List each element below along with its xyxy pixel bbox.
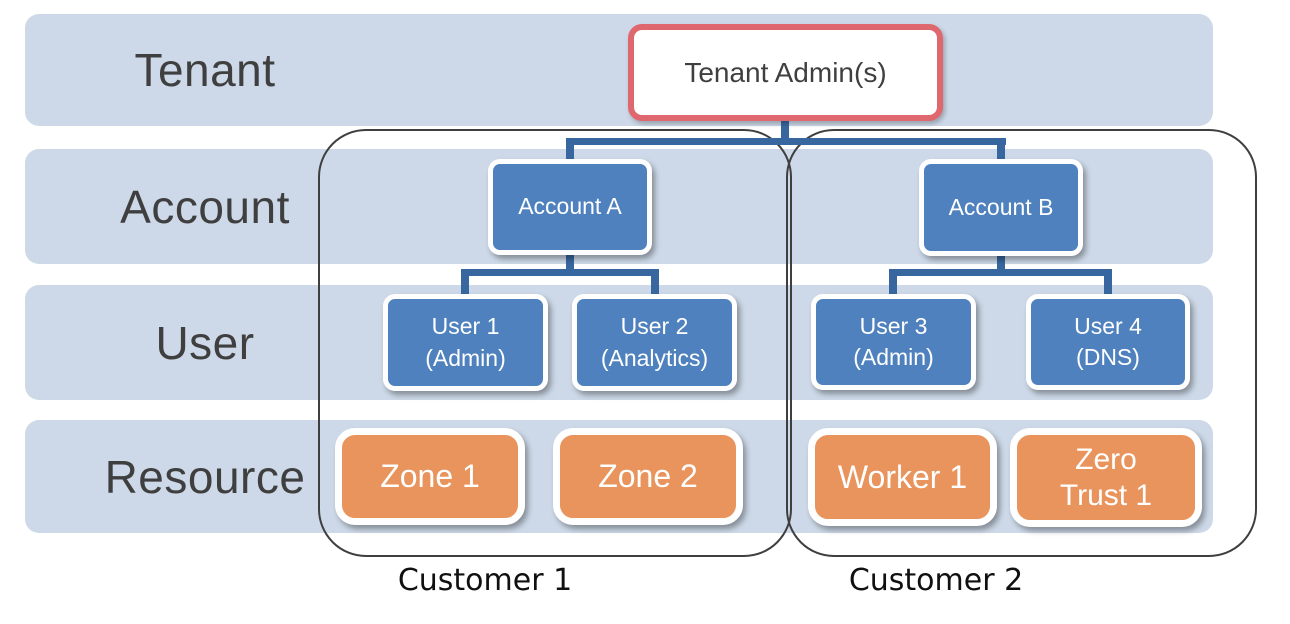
connector-user-2-stub — [651, 269, 659, 298]
level-band-tenant: Tenant — [25, 14, 1213, 126]
connector-account-b-stub — [997, 138, 1005, 163]
user-3-role: (Admin) — [853, 344, 934, 370]
connector-accounts-horizontal — [566, 138, 1006, 145]
level-label-tenant: Tenant — [134, 44, 276, 96]
user-4-node: User 4 (DNS) — [1026, 294, 1190, 390]
connector-account-a-down-stub — [566, 251, 574, 275]
connector-users-b-horizontal — [889, 269, 1112, 276]
connector-user-1-stub — [461, 269, 469, 298]
user-1-role: (Admin) — [425, 344, 506, 371]
connector-users-a-horizontal — [461, 269, 659, 276]
connector-user-3-stub — [889, 269, 897, 298]
account-b-node: Account B — [919, 159, 1083, 256]
tenant-admin-node: Tenant Admin(s) — [628, 24, 943, 121]
resource-zone-2-node: Zone 2 — [553, 428, 743, 525]
tenant-admin-label: Tenant Admin(s) — [684, 56, 887, 88]
customer-1-group-outline — [318, 129, 792, 557]
resource-zone-2-label: Zone 2 — [598, 458, 698, 495]
connector-tenant-admin-stub — [781, 118, 789, 142]
account-a-label: Account A — [518, 193, 622, 220]
account-a-node: Account A — [488, 159, 652, 255]
connector-account-b-down-stub — [997, 254, 1005, 275]
account-b-label: Account B — [948, 193, 1054, 220]
resource-zone-1-node: Zone 1 — [335, 428, 525, 525]
user-2-name: User 2 — [620, 313, 689, 340]
user-1-name: User 1 — [431, 313, 500, 340]
resource-worker-1-node: Worker 1 — [808, 428, 997, 526]
user-4-name: User 4 — [1074, 312, 1142, 339]
level-label-resource: Resource — [104, 450, 306, 503]
customer-1-label: Customer 1 — [397, 563, 573, 598]
connector-account-a-stub — [566, 138, 574, 162]
user-2-role: (Analytics) — [600, 344, 709, 371]
resource-worker-1-label: Worker 1 — [837, 458, 968, 495]
customer-2-group-outline — [786, 129, 1257, 557]
user-3-name: User 3 — [859, 312, 928, 339]
resource-zone-1-label: Zone 1 — [380, 458, 480, 495]
user-4-role: (DNS) — [1076, 344, 1140, 370]
resource-zero-trust-1-node: Zero Trust 1 — [1010, 428, 1202, 527]
resource-zero-trust-1-label: Zero Trust 1 — [1059, 442, 1153, 512]
user-2-node: User 2 (Analytics) — [572, 294, 737, 391]
user-1-node: User 1 (Admin) — [383, 294, 548, 391]
user-3-node: User 3 (Admin) — [811, 294, 976, 390]
connector-user-4-stub — [1104, 269, 1112, 298]
customer-2-label: Customer 2 — [848, 563, 1024, 598]
level-label-user: User — [155, 316, 255, 369]
level-label-account: Account — [120, 180, 290, 233]
